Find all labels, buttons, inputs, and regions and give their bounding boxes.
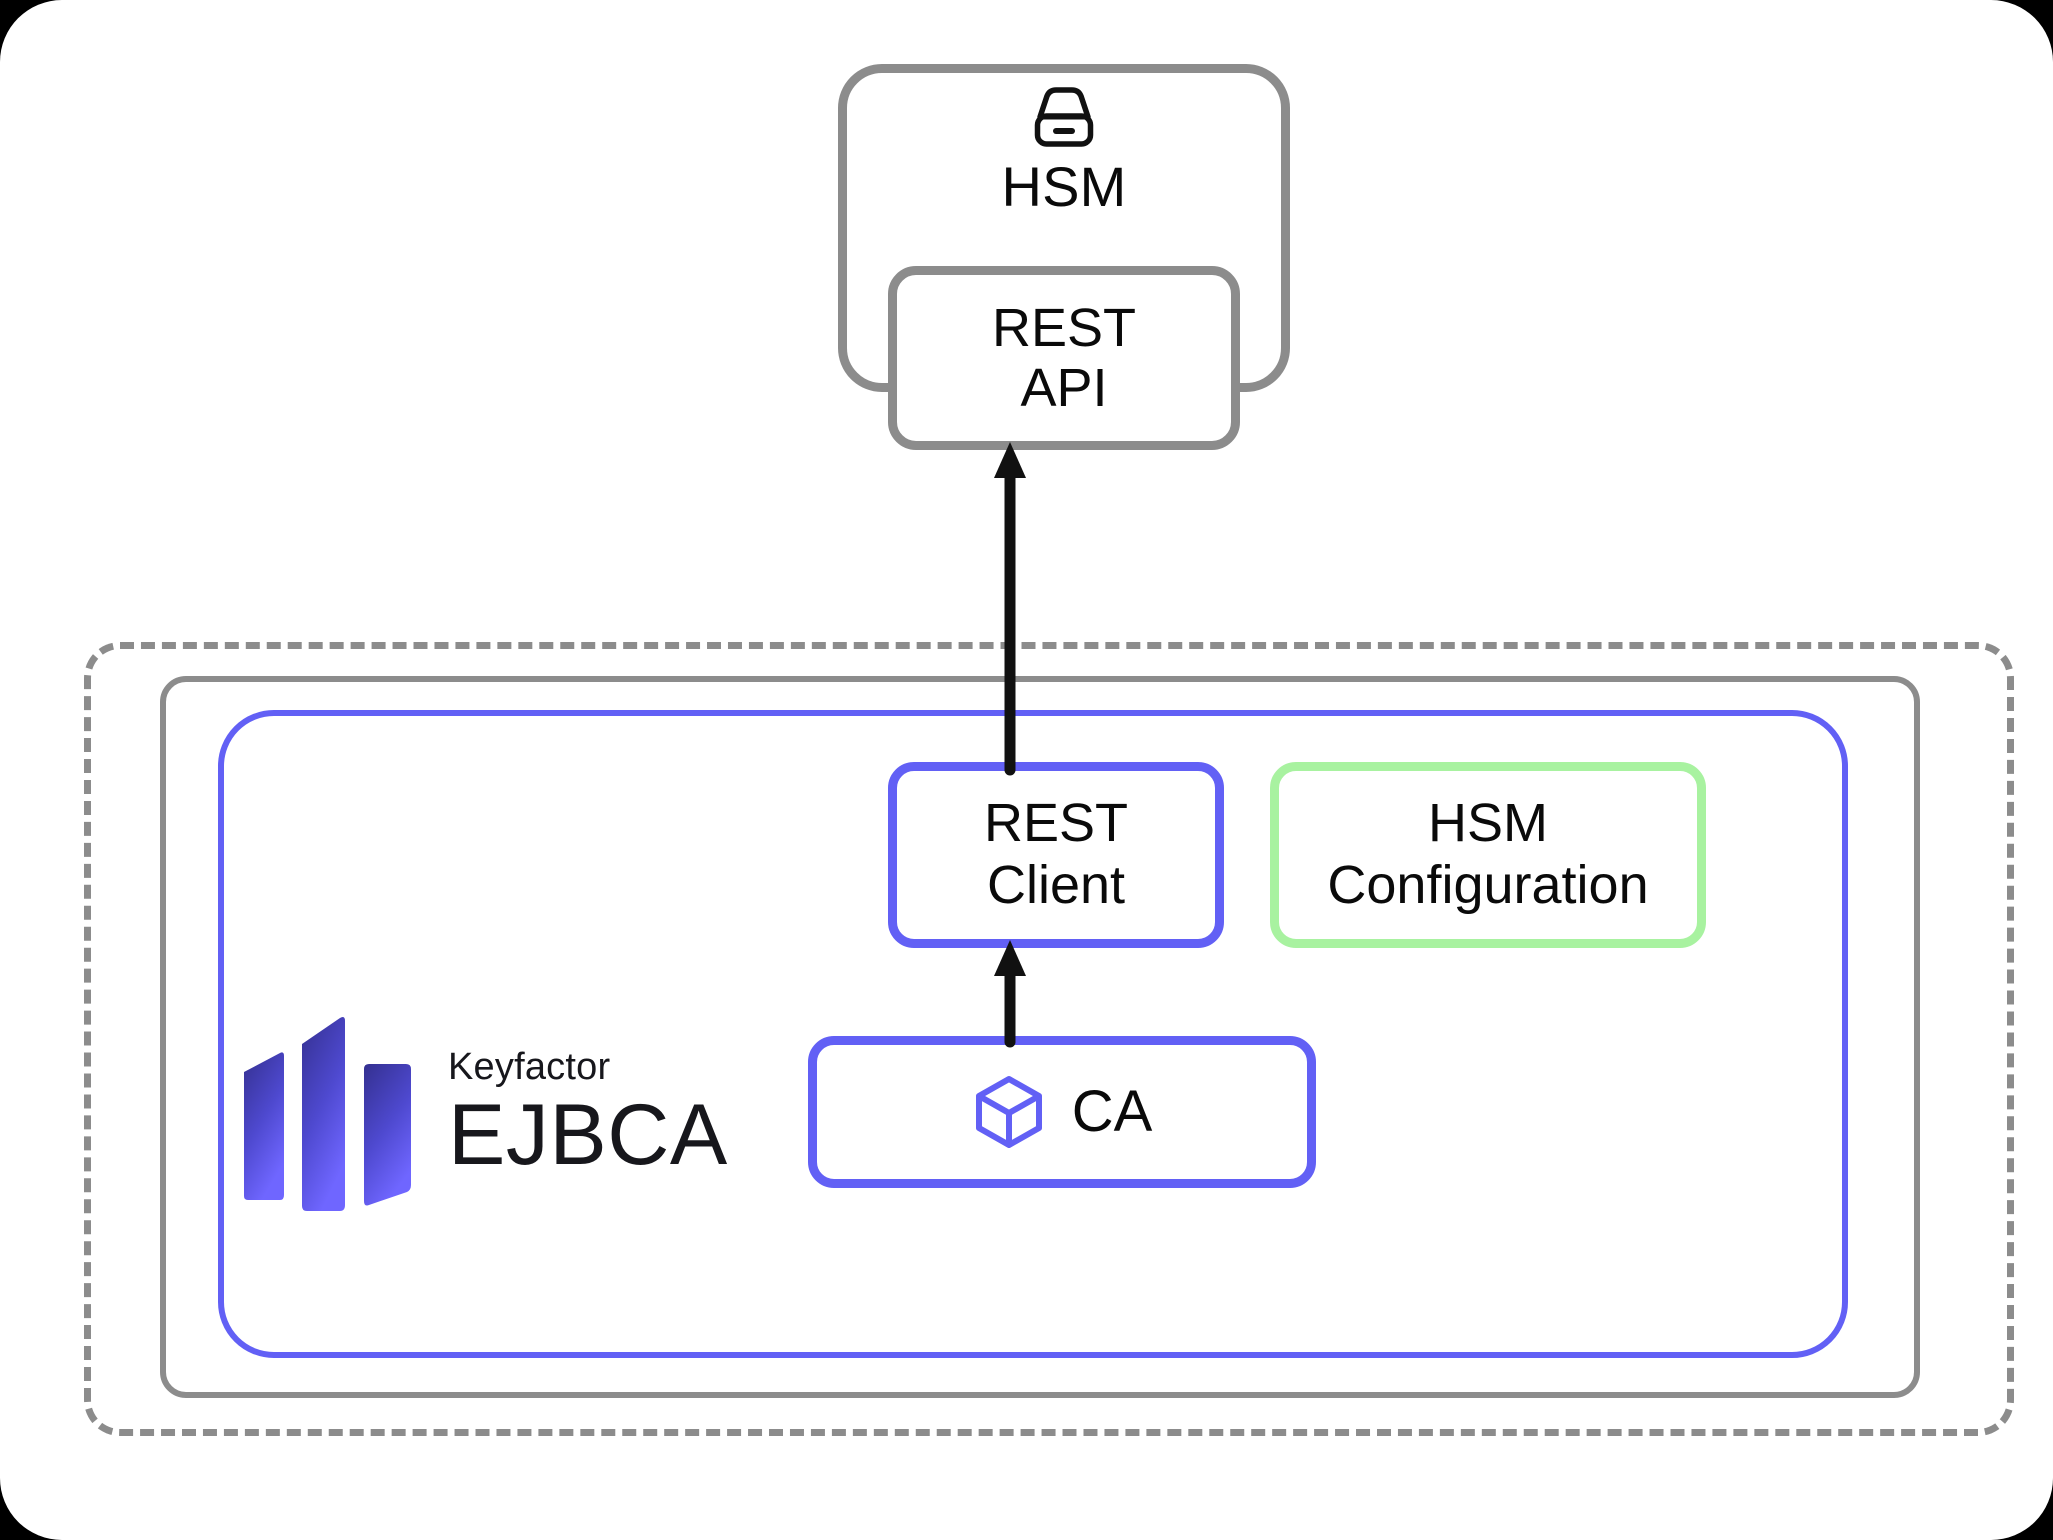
ejbca-wordmark: Keyfactor EJBCA — [448, 1048, 728, 1178]
hsm-label: HSM — [1001, 155, 1127, 218]
hsm-configuration-label-line2: Configuration — [1327, 855, 1649, 915]
ca-node[interactable]: CA — [808, 1036, 1316, 1188]
ejbca-logo: Keyfactor EJBCA — [240, 1008, 800, 1218]
deployment-boundary-dashed — [84, 642, 2014, 1436]
rest-api-label-line2: API — [1020, 358, 1108, 418]
ejbca-boundary — [218, 710, 1848, 1358]
hard-drive-icon — [1034, 87, 1094, 147]
rest-client-node[interactable]: REST Client — [888, 762, 1224, 948]
rest-api-label-line1: REST — [991, 297, 1137, 358]
connector-ca-to-rest-client — [994, 940, 1026, 1048]
connector-rest-client-to-rest-api — [994, 442, 1026, 776]
rest-client-label-line2: Client — [986, 855, 1126, 915]
hsm-configuration-label-line1: HSM — [1428, 793, 1548, 854]
cube-icon — [975, 1076, 1042, 1148]
keyfactor-brand-text: Keyfactor — [448, 1046, 611, 1088]
ejbca-bars-logo — [244, 1017, 411, 1211]
host-boundary — [160, 676, 1920, 1398]
hsm-configuration-node[interactable]: HSM Configuration — [1270, 762, 1706, 948]
ejbca-product-text: EJBCA — [448, 1087, 728, 1183]
rest-client-label-line1: REST — [983, 793, 1129, 854]
rest-api-node[interactable]: REST API — [888, 266, 1240, 450]
ca-label: CA — [1071, 1079, 1153, 1144]
